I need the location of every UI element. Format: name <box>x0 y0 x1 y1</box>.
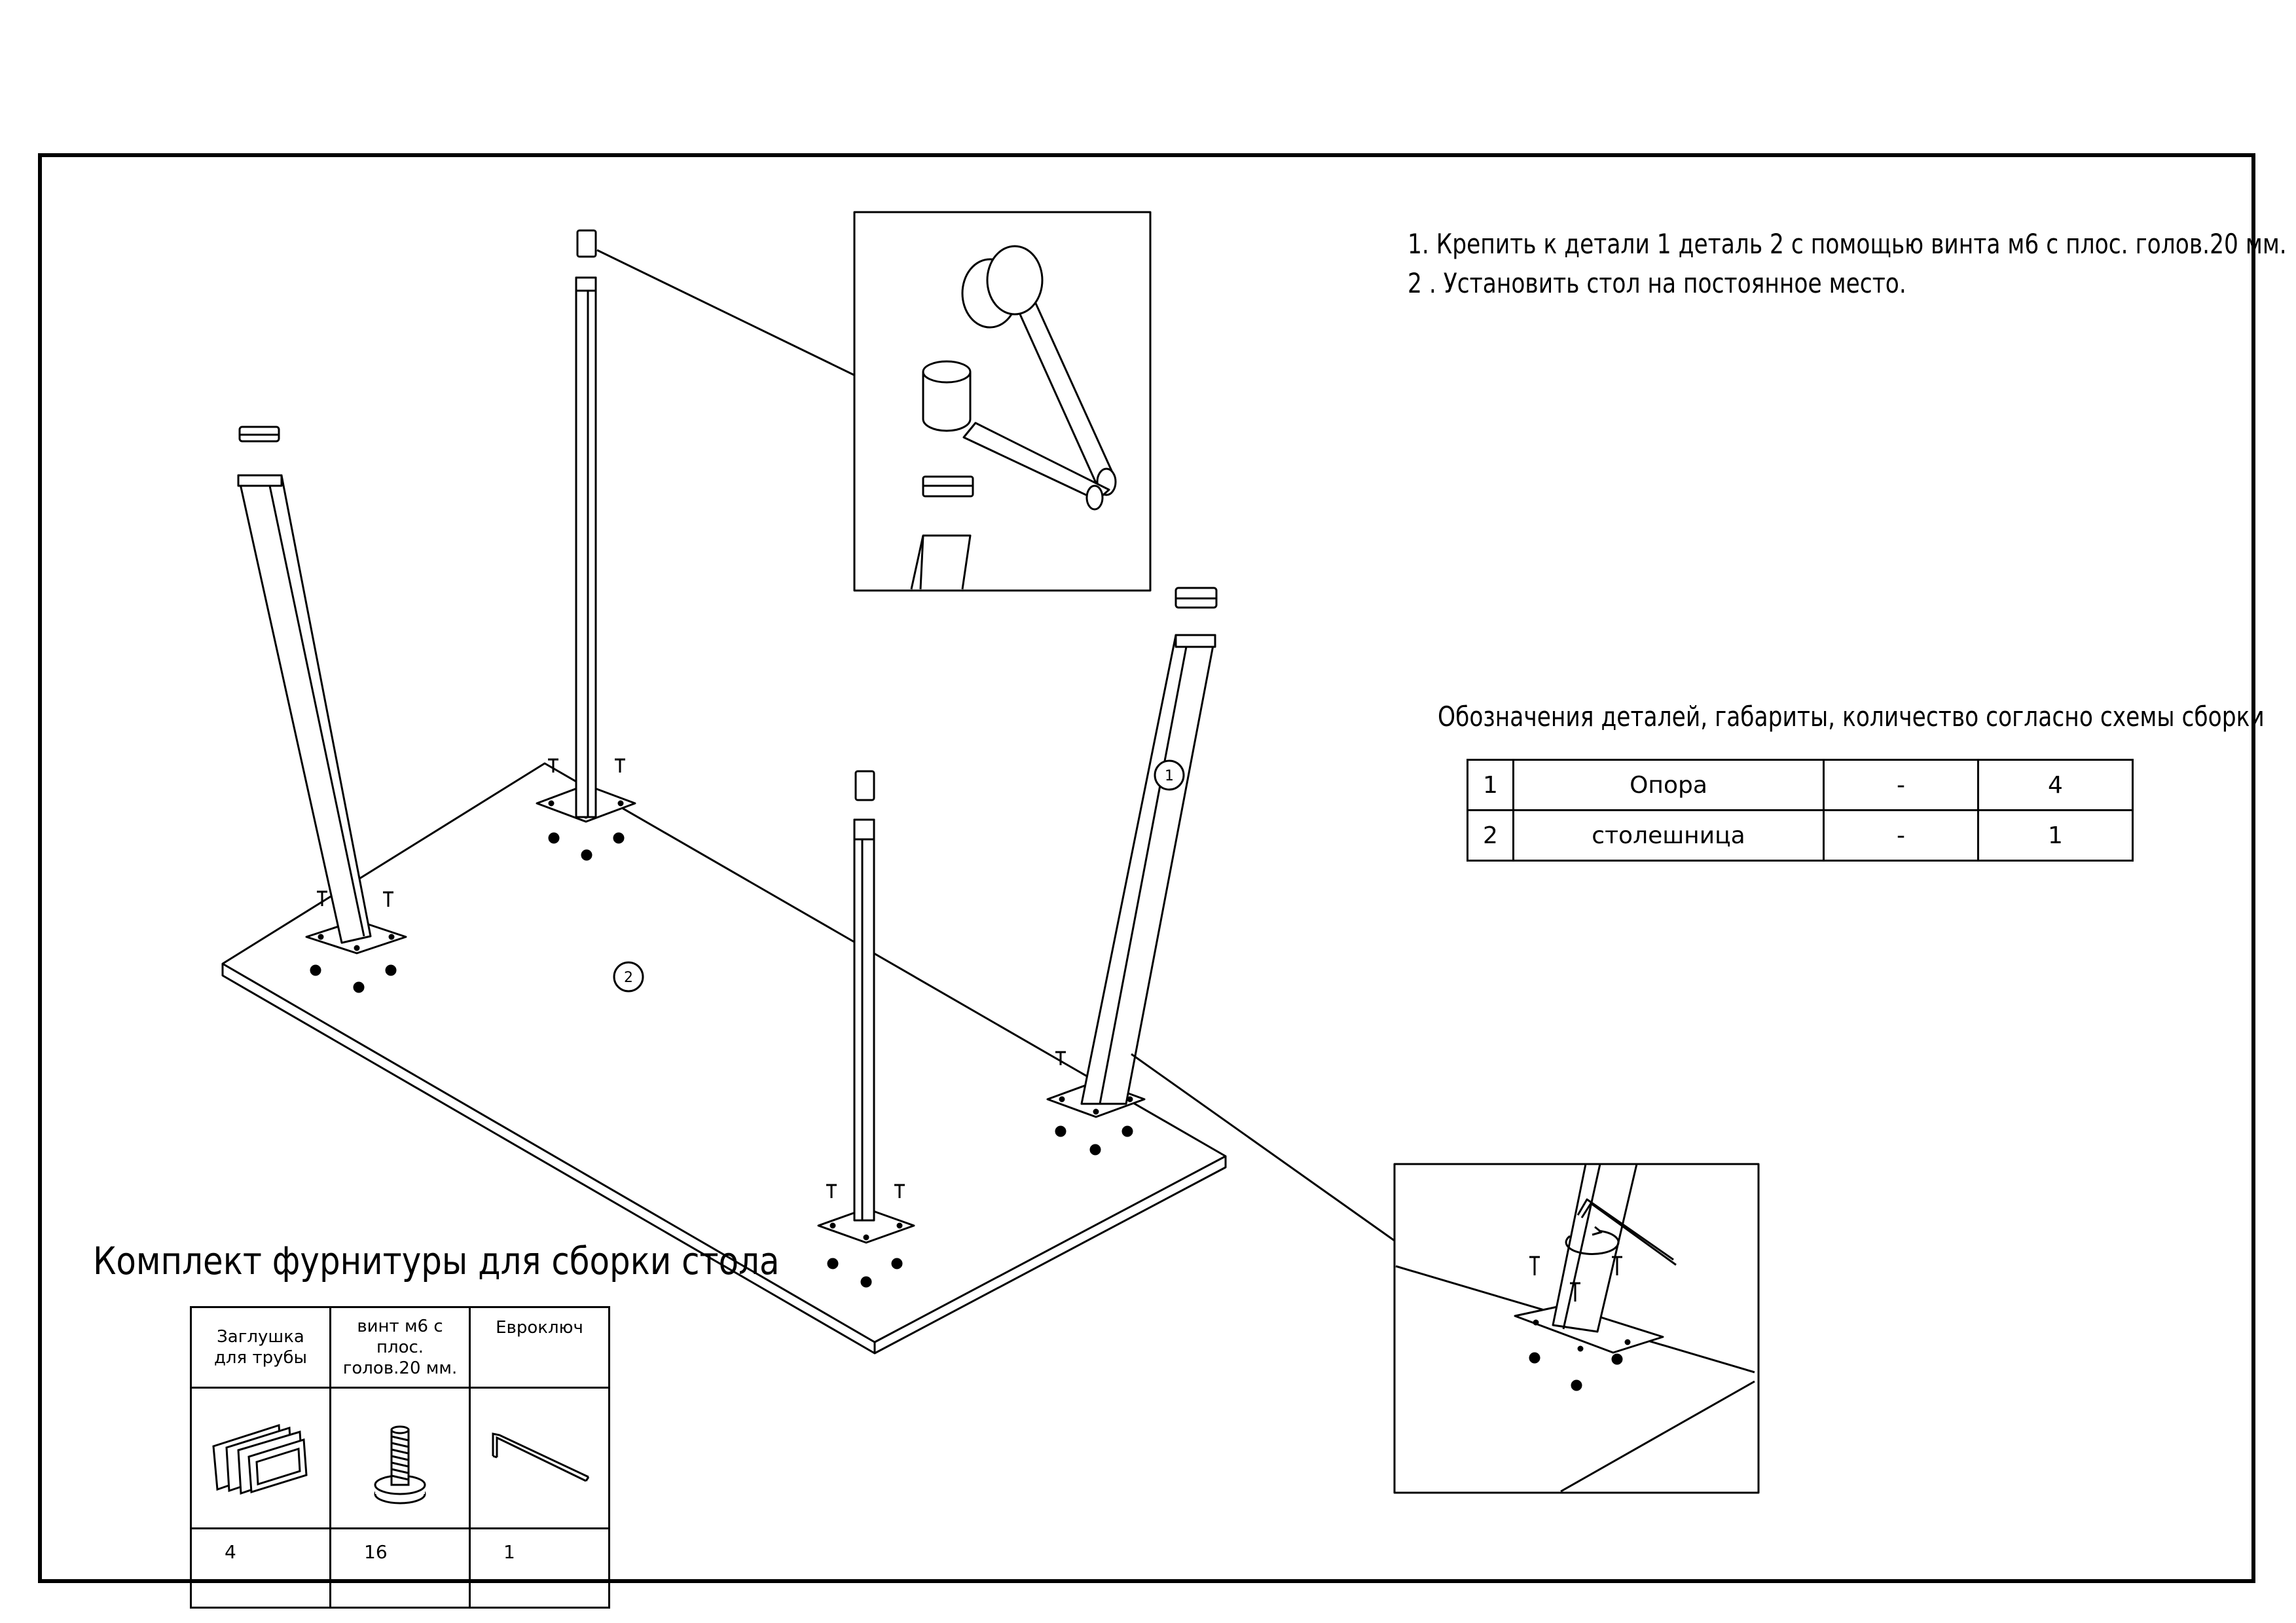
kit-item-qty: 1 <box>469 1527 610 1609</box>
part-qty: 4 <box>1977 759 2134 811</box>
leader-line-top <box>596 249 855 376</box>
kit-item-label-line2: для трубы <box>213 1348 308 1368</box>
mallet-icon <box>922 245 1117 511</box>
kit-item-qty: 16 <box>329 1527 471 1609</box>
kit-item-image <box>469 1387 610 1529</box>
callout-leg <box>1154 759 1185 791</box>
tabletop <box>221 762 1227 1355</box>
drawing-frame <box>38 153 2255 1583</box>
kit-item-qty: 4 <box>190 1527 331 1609</box>
detail-view-hex-key <box>1393 1163 1760 1494</box>
parts-table: 1 Опора - 4 2 столешница - 1 <box>1467 759 2134 862</box>
table-row: 2 столешница - 1 <box>1467 809 2134 862</box>
kit-item-label: Евроключ <box>469 1306 610 1389</box>
kit-item-image <box>329 1387 471 1529</box>
kit-item-label-line1: Заглушка <box>217 1327 304 1347</box>
parts-table-title: Обозначения деталей, габариты, количеств… <box>1438 701 2265 733</box>
part-qty: 1 <box>1977 809 2134 862</box>
part-name: столешница <box>1512 809 1825 862</box>
leg-back-right <box>1080 634 1216 1105</box>
kit-item-label: винт м6 с плос. голов.20 мм. <box>329 1306 471 1389</box>
leg-back-left <box>575 276 597 818</box>
callout-tabletop <box>613 961 644 993</box>
kit-item-label-line1: винт м6 с плос. <box>357 1317 443 1357</box>
screw-icon <box>374 1425 426 1504</box>
part-number: 1 <box>1467 759 1514 811</box>
instruction-step-2: 2 . Установить стол на постоянное место. <box>1408 267 1906 299</box>
table-row <box>190 1387 610 1529</box>
hex-key-icon <box>1576 1198 1677 1266</box>
callout-leg-label: 1 <box>1165 768 1174 784</box>
kit-item-label-line2: голов.20 мм. <box>342 1359 458 1378</box>
callout-tabletop-label: 2 <box>624 970 633 986</box>
leader-line-bottom <box>1131 1053 1395 1242</box>
kit-item-label-line1: Евроключ <box>496 1318 583 1338</box>
table-row: Заглушка для трубы винт м6 с плос. голов… <box>190 1306 610 1389</box>
leg-front-right <box>853 818 875 1222</box>
pipe-plug-icon <box>238 229 1218 801</box>
kit-item-label: Заглушка для трубы <box>190 1306 331 1389</box>
part-size: - <box>1823 809 1979 862</box>
table-row: 4 16 1 <box>190 1527 610 1609</box>
hardware-kit-title: Комплект фурнитуры для сборки стола <box>93 1239 780 1283</box>
part-size: - <box>1823 759 1979 811</box>
pipe-plug-icon <box>212 1423 308 1495</box>
table-row: 1 Опора - 4 <box>1467 759 2134 811</box>
part-name: Опора <box>1512 759 1825 811</box>
leg-front-left <box>237 474 372 944</box>
instruction-step-1: 1. Крепить к детали 1 деталь 2 с помощью… <box>1408 228 2287 260</box>
detail-view-mallet <box>853 211 1152 592</box>
hex-key-icon <box>492 1432 590 1482</box>
kit-item-image <box>190 1387 331 1529</box>
part-number: 2 <box>1467 809 1514 862</box>
hardware-kit-table: Заглушка для трубы винт м6 с плос. голов… <box>190 1306 610 1609</box>
